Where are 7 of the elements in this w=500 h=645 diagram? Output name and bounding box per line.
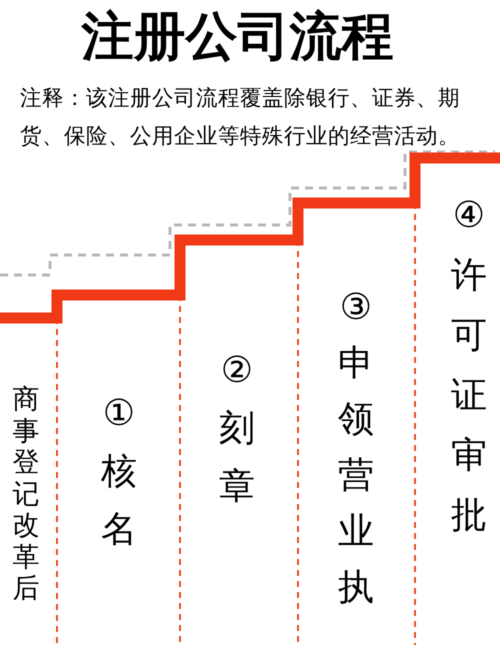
step-label: ③申领营业执	[337, 280, 375, 616]
step-label: ①核名	[100, 385, 138, 559]
caption-text: 商事登记改革后	[12, 384, 40, 604]
step-label: ④许可证审批	[450, 186, 488, 546]
step-label: ②刻章	[218, 342, 256, 516]
note-text: 注释：该注册公司流程覆盖除银行、证券、期货、保险、公用企业等特殊行业的经营活动。	[20, 85, 461, 151]
title: 注册公司流程	[80, 6, 394, 69]
